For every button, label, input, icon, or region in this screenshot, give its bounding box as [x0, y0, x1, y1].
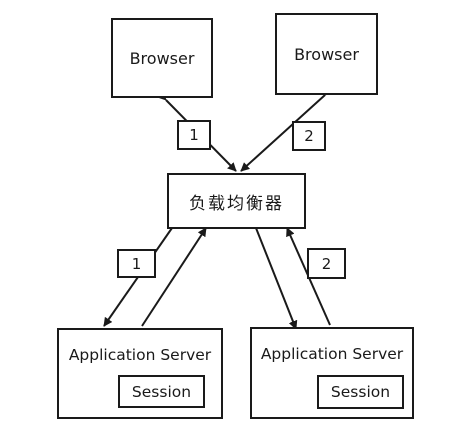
arrow-browser-right-lb — [240, 86, 335, 172]
route-number-browser-right: 2 — [292, 121, 326, 151]
load-balancer-label: 负载均衡器 — [189, 193, 284, 214]
application-server-right-title: Application Server — [260, 345, 404, 363]
session-left-label: Session — [131, 382, 192, 401]
load-balancer: 负载均衡器 — [167, 173, 306, 229]
browser-right: Browser — [275, 13, 378, 95]
session-right-label: Session — [330, 383, 391, 401]
browser-left-label: Browser — [129, 48, 195, 68]
session-box-right: Session — [317, 375, 404, 409]
session-box-left: Session — [118, 375, 205, 408]
browser-left: Browser — [111, 18, 213, 98]
application-server-right: Application Server Session — [250, 327, 414, 419]
route-number-server-left: 1 — [117, 249, 156, 278]
application-server-left: Application Server Session — [57, 328, 223, 419]
arrow-server-left-to-lb — [141, 227, 207, 327]
arrow-lb-to-server-right — [255, 227, 298, 330]
route-number-server-right: 2 — [307, 248, 346, 279]
route-number-browser-left: 1 — [177, 120, 211, 150]
browser-right-label: Browser — [294, 44, 359, 64]
application-server-left-title: Application Server — [68, 346, 212, 364]
